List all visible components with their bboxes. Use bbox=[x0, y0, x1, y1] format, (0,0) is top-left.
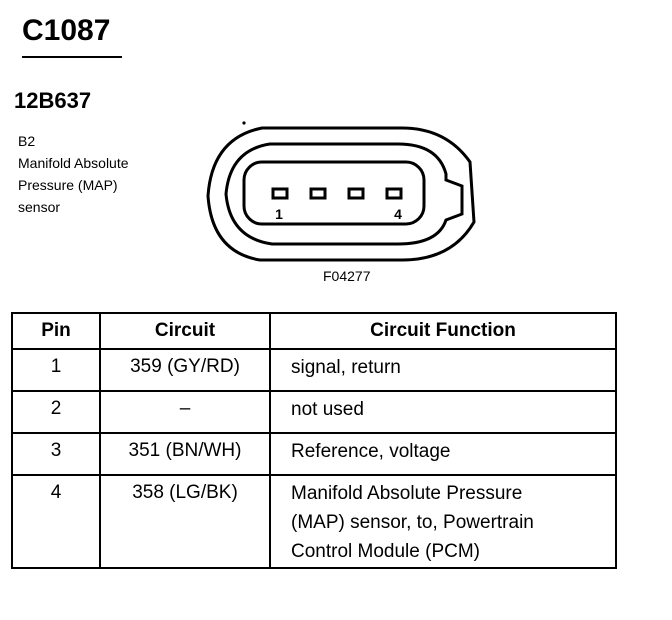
pin-cell: 4 bbox=[11, 474, 101, 569]
function-cell: signal, return bbox=[269, 348, 617, 392]
pin-cell: 3 bbox=[11, 432, 101, 476]
table-row: 1 359 (GY/RD) signal, return bbox=[11, 348, 617, 392]
pin-terminal bbox=[271, 187, 289, 200]
pin-label-last: 4 bbox=[394, 206, 402, 222]
table-row: 3 351 (BN/WH) Reference, voltage bbox=[11, 432, 617, 476]
table-row: 2 – not used bbox=[11, 390, 617, 434]
connector-id-underline bbox=[22, 56, 122, 58]
part-number: 12B637 bbox=[14, 88, 92, 113]
connector-outer-housing bbox=[206, 126, 476, 262]
pin-terminal bbox=[309, 187, 327, 200]
description-line: sensor bbox=[18, 199, 61, 215]
pinout-table: Pin Circuit Circuit Function 1 359 (GY/R… bbox=[11, 312, 617, 569]
function-cell: not used bbox=[269, 390, 617, 434]
function-line: Control Module (PCM) bbox=[291, 541, 480, 562]
header-pin: Pin bbox=[11, 312, 101, 350]
connector-id: C1087 bbox=[22, 14, 111, 47]
function-line: signal, return bbox=[291, 357, 401, 378]
function-line: Manifold Absolute Pressure bbox=[291, 483, 523, 504]
circuit-cell: – bbox=[99, 390, 271, 434]
terminal-cavity bbox=[242, 160, 426, 226]
function-line: Reference, voltage bbox=[291, 441, 451, 462]
connector-description: B2 Manifold Absolute Pressure (MAP) sens… bbox=[18, 130, 129, 218]
figure-code: F04277 bbox=[323, 268, 371, 284]
header-circuit: Circuit bbox=[99, 312, 271, 350]
alignment-mark bbox=[242, 121, 246, 125]
function-line: not used bbox=[291, 399, 364, 420]
pin-cell: 1 bbox=[11, 348, 101, 392]
pin-terminal bbox=[385, 187, 403, 200]
function-cell: Manifold Absolute Pressure (MAP) sensor,… bbox=[269, 474, 617, 569]
pin-terminal bbox=[347, 187, 365, 200]
connector-face-diagram: 1 4 bbox=[206, 121, 476, 262]
description-line: Pressure (MAP) bbox=[18, 177, 118, 193]
circuit-cell: 351 (BN/WH) bbox=[99, 432, 271, 476]
pin-cell: 2 bbox=[11, 390, 101, 434]
function-line: (MAP) sensor, to, Powertrain bbox=[291, 512, 534, 533]
function-cell: Reference, voltage bbox=[269, 432, 617, 476]
pin-label-first: 1 bbox=[275, 206, 283, 222]
description-line: Manifold Absolute bbox=[18, 155, 129, 171]
circuit-cell: 358 (LG/BK) bbox=[99, 474, 271, 569]
table-header-row: Pin Circuit Circuit Function bbox=[11, 312, 617, 350]
header-circuit-function: Circuit Function bbox=[269, 312, 617, 350]
table-row: 4 358 (LG/BK) Manifold Absolute Pressure… bbox=[11, 474, 617, 569]
circuit-cell: 359 (GY/RD) bbox=[99, 348, 271, 392]
location-code: B2 bbox=[18, 133, 36, 149]
connector-inner-face bbox=[224, 142, 464, 246]
